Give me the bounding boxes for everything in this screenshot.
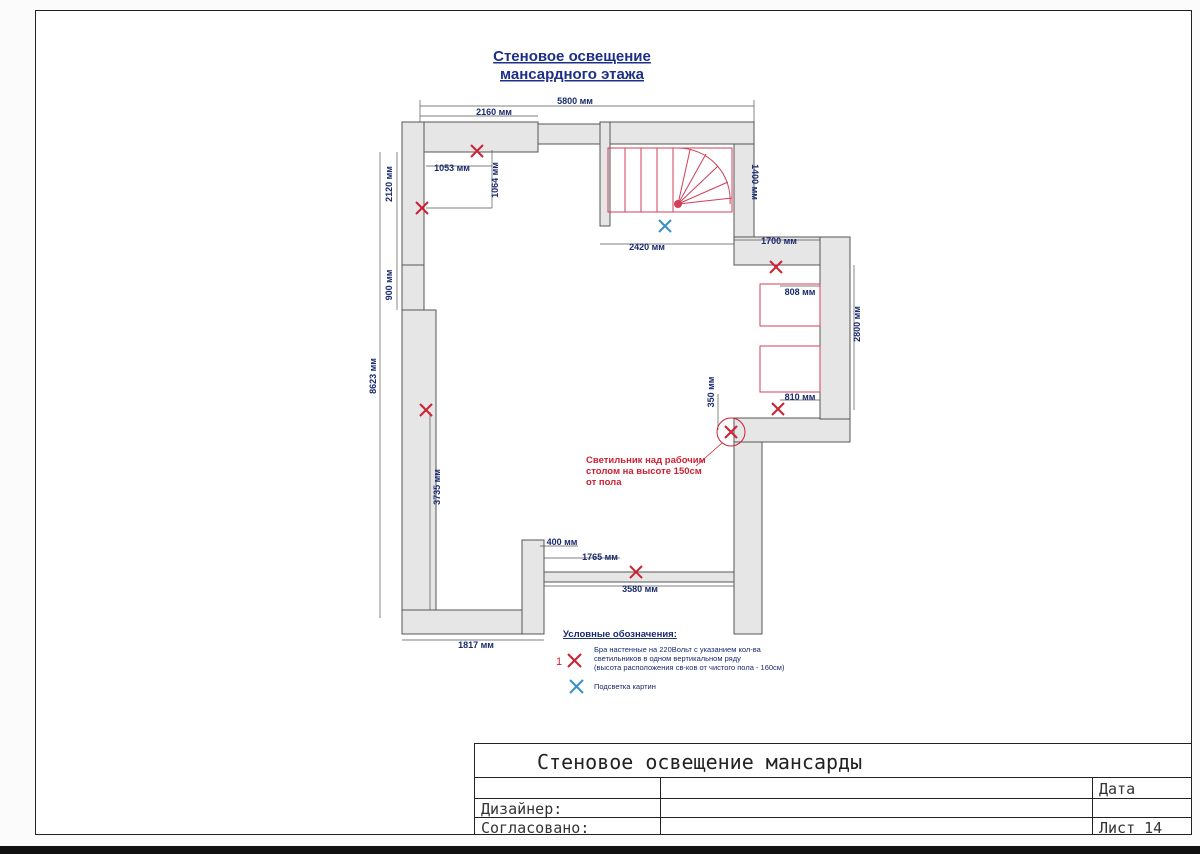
wall-bottom-left (401, 609, 543, 635)
wall-right-upper (819, 236, 851, 420)
legend-title: Условные обозначения: (563, 629, 677, 640)
window-left (401, 264, 425, 311)
dim-left-lower: 3735 мм (432, 469, 442, 505)
walls (401, 121, 851, 635)
dim-stair-width: 2420 мм (629, 242, 665, 252)
title-block-divider (660, 778, 661, 834)
title-block-heading: Стеновое освещение мансарды (475, 744, 1191, 778)
title-block-divider (1092, 778, 1093, 834)
wall-left-lower (401, 309, 437, 611)
wall-top-left (419, 121, 539, 153)
wall-stair-left (599, 121, 611, 227)
dim-window-height: 900 мм (384, 269, 394, 300)
desk-lamp-note-line1: Светильник над рабочим (586, 455, 706, 466)
designer-label: Дизайнер: (481, 800, 563, 818)
dim-bottom-fixture: 1765 мм (582, 552, 618, 562)
dim-bottom-wall: 3580 мм (622, 584, 658, 594)
furniture-lower (759, 345, 821, 393)
title-block-row-approved: Согласовано: Лист 14 (475, 817, 1191, 837)
title-block-row-date: Дата (475, 778, 1191, 798)
legend-item1-line2: светильников в одном вертикальном ряду (594, 654, 741, 663)
wall-right-step (733, 417, 851, 443)
dim-right-wall: 2800 мм (852, 306, 862, 342)
window-bottom (543, 571, 735, 583)
title-block: Стеновое освещение мансарды Дата Дизайне… (474, 743, 1192, 837)
wall-top-right (599, 121, 755, 145)
dim-fixture-offset-v: 1064 мм (490, 162, 500, 198)
dim-desk-height: 350 мм (706, 376, 716, 407)
dim-fixture-offset-h: 1053 мм (434, 163, 470, 173)
title-block-row-designer: Дизайнер: (475, 798, 1191, 818)
approved-label: Согласовано: (481, 819, 590, 837)
picture-light-cross-icon (569, 679, 584, 694)
legend-item2-label: Подсветка картин (594, 682, 656, 691)
furniture-upper (759, 283, 821, 327)
sconce-cross-icon (415, 201, 429, 215)
dimension-lines (379, 100, 855, 641)
scan-edge (0, 846, 1200, 854)
dim-stair-right: 1400 мм (750, 164, 760, 200)
wall-left-upper (401, 121, 425, 266)
sconce-cross-icon (771, 402, 785, 416)
wall-bottom-stub (521, 539, 545, 635)
legend-item1-number: 1 (556, 656, 562, 668)
legend-item1-line1: Бра настенные на 220Вольт с указанием ко… (594, 645, 762, 654)
legend-item1-line3: (высота расположения св-ков от чистого п… (594, 663, 785, 672)
dim-right-fixture: 808 мм (785, 287, 816, 297)
wall-right-top (733, 236, 821, 266)
dim-total-width: 5800 мм (557, 96, 593, 106)
wall-right-lower (733, 417, 763, 635)
window-top (537, 123, 601, 145)
sconce-cross-icon (419, 403, 433, 417)
desk-lamp-note-line2: столом на высоте 150см (586, 466, 702, 477)
sconce-cross-icon (769, 260, 783, 274)
plan-title-line2: мансардного этажа (500, 66, 645, 83)
stair-post-icon (674, 200, 682, 208)
dim-right-lower: 810 мм (785, 392, 816, 402)
dim-bottom-gap: 400 мм (547, 537, 578, 547)
sconce-cross-icon (724, 425, 738, 439)
dim-top-left: 2160 мм (476, 107, 512, 117)
sconce-cross-icon (629, 565, 643, 579)
plan-title-line1: Стеновое освещение (493, 48, 651, 65)
date-label: Дата (1099, 780, 1136, 798)
dim-bottom-left: 1817 мм (458, 640, 494, 650)
staircase (607, 147, 733, 213)
dim-left-total: 8623 мм (368, 358, 378, 394)
dim-left-upper: 2120 мм (384, 166, 394, 202)
desk-lamp-marker (695, 417, 746, 467)
dim-step-right: 1700 мм (761, 236, 797, 246)
desk-lamp-note-line3: от пола (586, 477, 622, 488)
picture-light-cross-icon (658, 219, 672, 233)
sconce-cross-icon (567, 653, 582, 668)
sheet-label: Лист 14 (1099, 819, 1163, 837)
sconce-cross-icon (470, 144, 484, 158)
legend: Условные обозначения: 1 Бра настенные на… (556, 629, 785, 694)
